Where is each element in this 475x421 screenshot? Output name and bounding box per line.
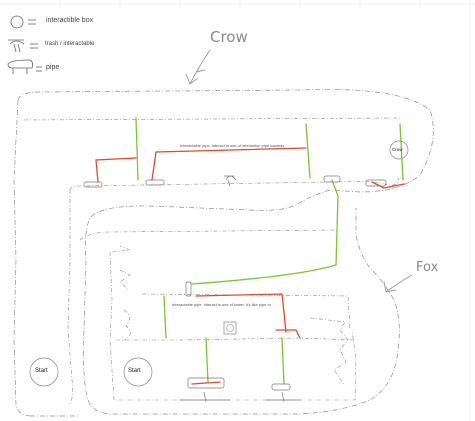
crow-trash-icon xyxy=(224,176,236,186)
fox-pipe-note: Interactable pipe, interact is use of to… xyxy=(172,302,271,307)
fox-pipe-red-1 xyxy=(196,294,286,332)
fox-pipe-red-3 xyxy=(276,330,300,338)
crow-pipe-red-3 xyxy=(372,182,404,188)
connector-pipe-green xyxy=(192,180,338,284)
fox-arrow xyxy=(384,275,412,292)
fox-pipe-red-2 xyxy=(192,382,220,384)
crow-pipe-red-1 xyxy=(96,158,136,182)
interactible-box-icon xyxy=(11,16,23,28)
crow-box-label: Crow xyxy=(392,147,403,152)
crow-arrow xyxy=(186,50,210,84)
trash-icon xyxy=(8,40,24,52)
fox-pipe-green-3 xyxy=(282,338,284,384)
crow-pipe-note: Interactable pipe, interact is use of in… xyxy=(180,143,284,148)
crow-pipe-green-3 xyxy=(400,124,403,180)
crow-pipe-red-2 xyxy=(152,148,306,180)
fox-box-circle-icon xyxy=(227,325,234,332)
crow-pipe-green-2 xyxy=(306,124,310,178)
legend-pipe-label: pipe xyxy=(46,64,59,71)
fox-start-label: Start xyxy=(128,368,141,374)
legend xyxy=(8,16,42,74)
fox-pipes xyxy=(164,294,300,384)
crow-pipe-green-1 xyxy=(136,118,138,180)
crow-annotation: Crow xyxy=(210,28,248,46)
crow-level-outline xyxy=(14,89,433,416)
fox-pipe-green-2 xyxy=(206,338,208,382)
legend-box-label: interactible box xyxy=(46,17,93,24)
crow-start-label: Start xyxy=(35,368,48,374)
fox-interactible-box[interactable] xyxy=(224,322,236,334)
pipe-icon xyxy=(8,60,33,74)
fox-annotation: Fox xyxy=(416,260,438,275)
legend-trash-label: trash / interactable xyxy=(45,41,94,47)
crow-level-inner xyxy=(24,118,400,404)
fox-pipe-green-1 xyxy=(164,296,166,338)
